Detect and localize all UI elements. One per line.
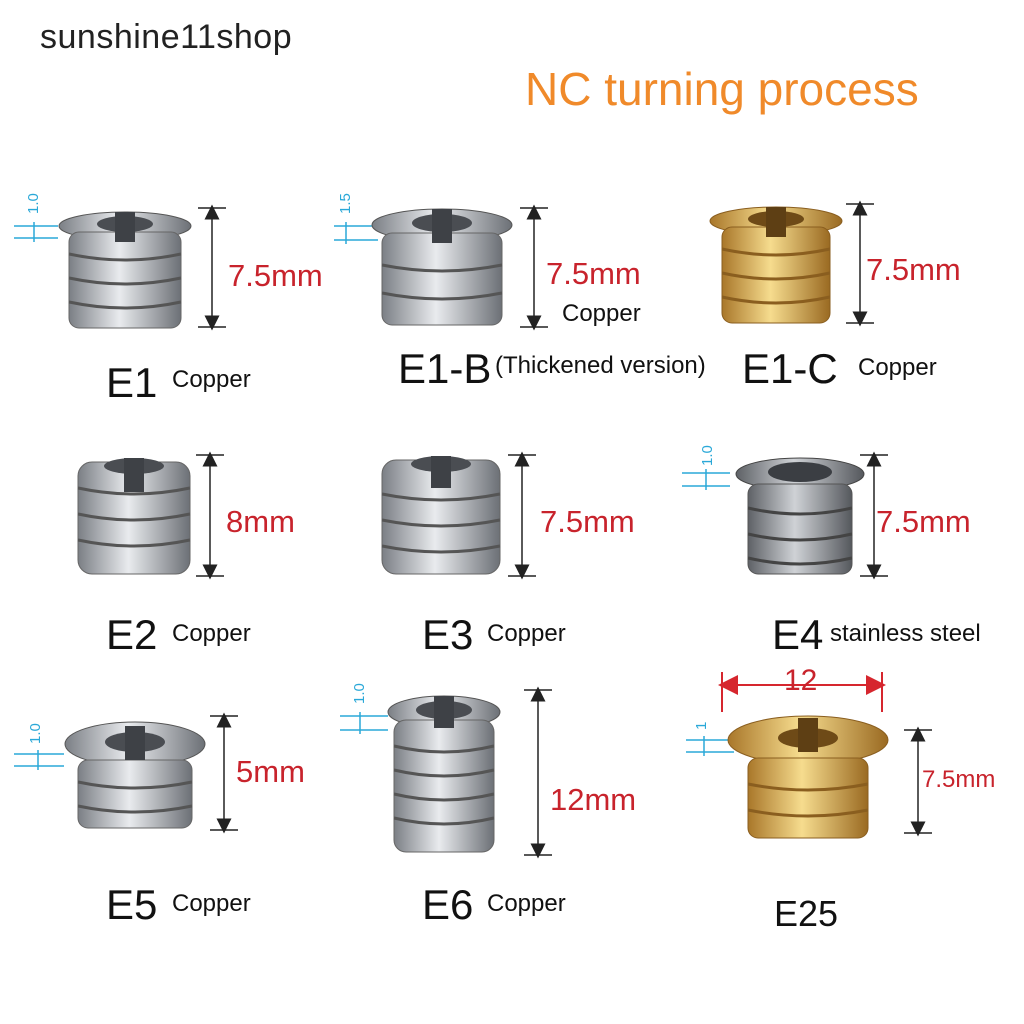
height-label-e6: 12mm xyxy=(550,782,637,817)
code-e5: E5 xyxy=(106,881,158,928)
adapter-image-e25 xyxy=(727,715,889,839)
code-e6: E6 xyxy=(422,881,474,928)
height-label-e25: 7.5mm xyxy=(922,766,996,793)
flange-label-e1-b: 1.5 xyxy=(337,193,354,214)
material-e1-c: Copper xyxy=(858,354,937,381)
code-e1: E1 xyxy=(106,359,158,406)
height-label-e1-b: 7.5mm xyxy=(546,256,641,291)
code-e25: E25 xyxy=(774,893,839,934)
code-e4: E4 xyxy=(772,611,824,658)
flange-label-e1: 1.0 xyxy=(25,193,42,214)
material-e1-b: Copper xyxy=(562,300,641,327)
headline: NC turning process xyxy=(525,63,919,115)
shop-name: sunshine11shop xyxy=(40,18,293,56)
note-e1-b: (Thickened version) xyxy=(495,352,706,379)
flange-label-e25: 1 xyxy=(693,721,710,730)
adapter-image-e4 xyxy=(735,457,865,575)
adapter-image-e2 xyxy=(77,458,191,575)
code-e2: E2 xyxy=(106,611,158,658)
height-label-e3: 7.5mm xyxy=(540,504,635,539)
adapter-image-e3 xyxy=(381,456,501,575)
material-e6: Copper xyxy=(487,890,566,917)
material-e2: Copper xyxy=(172,620,251,647)
material-e4: stainless steel xyxy=(830,620,981,647)
material-e5: Copper xyxy=(172,890,251,917)
height-label-e1-c: 7.5mm xyxy=(866,252,961,287)
height-label-e4: 7.5mm xyxy=(876,504,971,539)
height-label-e2: 8mm xyxy=(226,504,295,539)
material-e1: Copper xyxy=(172,366,251,393)
flange-label-e5: 1.0 xyxy=(27,723,44,744)
width-label-e25: 12 xyxy=(784,664,818,697)
material-e3: Copper xyxy=(487,620,566,647)
flange-label-e6: 1.0 xyxy=(351,683,368,704)
code-e1-b: E1-B xyxy=(398,345,492,392)
adapter-image-e1 xyxy=(58,211,192,329)
code-e1-c: E1-C xyxy=(742,345,838,392)
adapter-image-e5 xyxy=(64,721,206,829)
height-label-e5: 5mm xyxy=(236,754,305,789)
adapter-image-e1-b xyxy=(371,208,513,326)
height-label-e1: 7.5mm xyxy=(228,258,323,293)
flange-label-e4: 1.0 xyxy=(699,445,716,466)
adapter-image-e1-c xyxy=(709,206,843,324)
code-e3: E3 xyxy=(422,611,474,658)
adapter-image-e6 xyxy=(387,695,501,853)
